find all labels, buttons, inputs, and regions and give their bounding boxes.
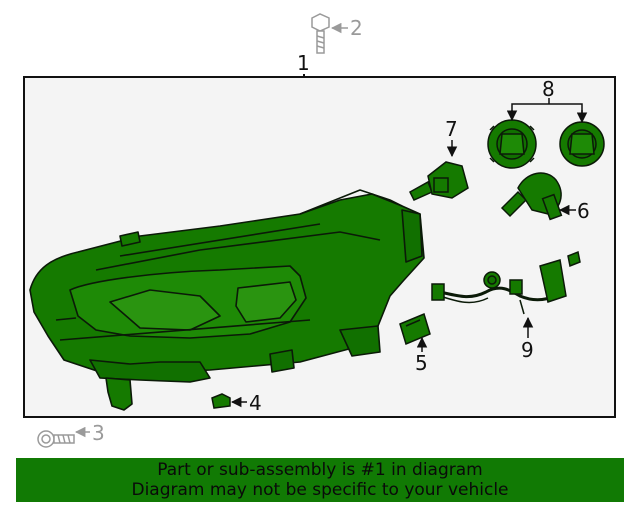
callout-9: 9 — [521, 338, 534, 362]
bulb-6-icon — [500, 172, 563, 221]
callout-6: 6 — [577, 199, 590, 223]
wiring-harness-9-icon — [431, 250, 581, 315]
banner-line-1: Part or sub-assembly is #1 in diagram — [157, 460, 483, 480]
clip-4-icon — [211, 393, 231, 409]
callout-1: 1 — [297, 51, 310, 75]
bolt-2-icon — [311, 13, 330, 54]
screw-3-icon — [37, 430, 75, 448]
socket-8-left-icon — [487, 119, 537, 169]
headlamp-housing-icon — [29, 189, 425, 411]
callout-4: 4 — [249, 391, 262, 415]
callout-5: 5 — [415, 351, 428, 375]
callout-7: 7 — [445, 117, 458, 141]
socket-8-right-icon — [559, 121, 605, 167]
callout-2: 2 — [350, 16, 363, 40]
callout-8: 8 — [542, 77, 555, 101]
bulb-7-icon — [409, 161, 469, 201]
module-5-icon — [399, 312, 431, 346]
callout-3: 3 — [92, 421, 105, 445]
disclaimer-banner: Part or sub-assembly is #1 in diagram Di… — [16, 458, 624, 502]
banner-line-2: Diagram may not be specific to your vehi… — [131, 480, 509, 500]
parts-diagram: 2 3 1 4 5 — [23, 13, 616, 448]
